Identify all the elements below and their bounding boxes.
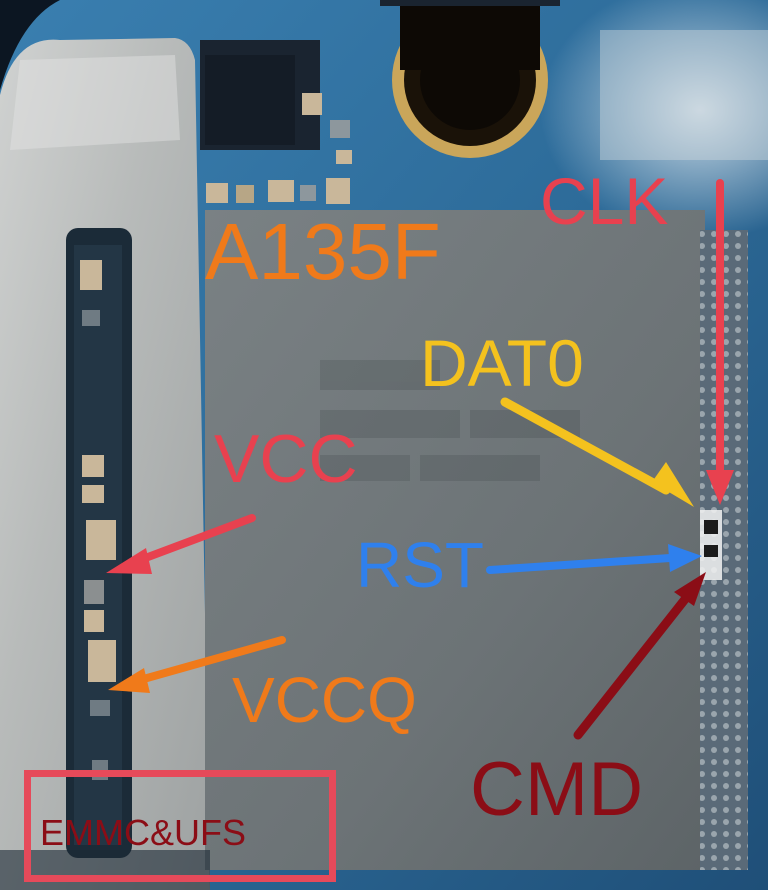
chip-type-box (24, 770, 336, 882)
clk-label: CLK (540, 164, 669, 238)
cmd-arrow (573, 593, 691, 740)
vcc-arrowhead (106, 548, 152, 574)
rst-arrowhead (668, 544, 702, 572)
vcc-arrow (136, 514, 256, 564)
cmd-arrowhead (674, 572, 706, 606)
vccq-arrowhead (108, 668, 150, 693)
cmd-label: CMD (470, 747, 644, 832)
rst-arrow (486, 554, 674, 574)
vcc-label: VCC (214, 421, 358, 497)
vccq-arrow (136, 636, 286, 684)
dat0-arrowhead (652, 462, 694, 507)
rst-label: RST (356, 529, 484, 601)
chip-type-label: EMMC&UFS (40, 812, 246, 853)
model-label: A135F (205, 207, 441, 296)
dat0-label: DAT0 (420, 326, 584, 400)
dat0-arrow (500, 397, 671, 495)
clk-arrowhead (706, 470, 734, 505)
vccq-label: VCCQ (232, 664, 417, 736)
